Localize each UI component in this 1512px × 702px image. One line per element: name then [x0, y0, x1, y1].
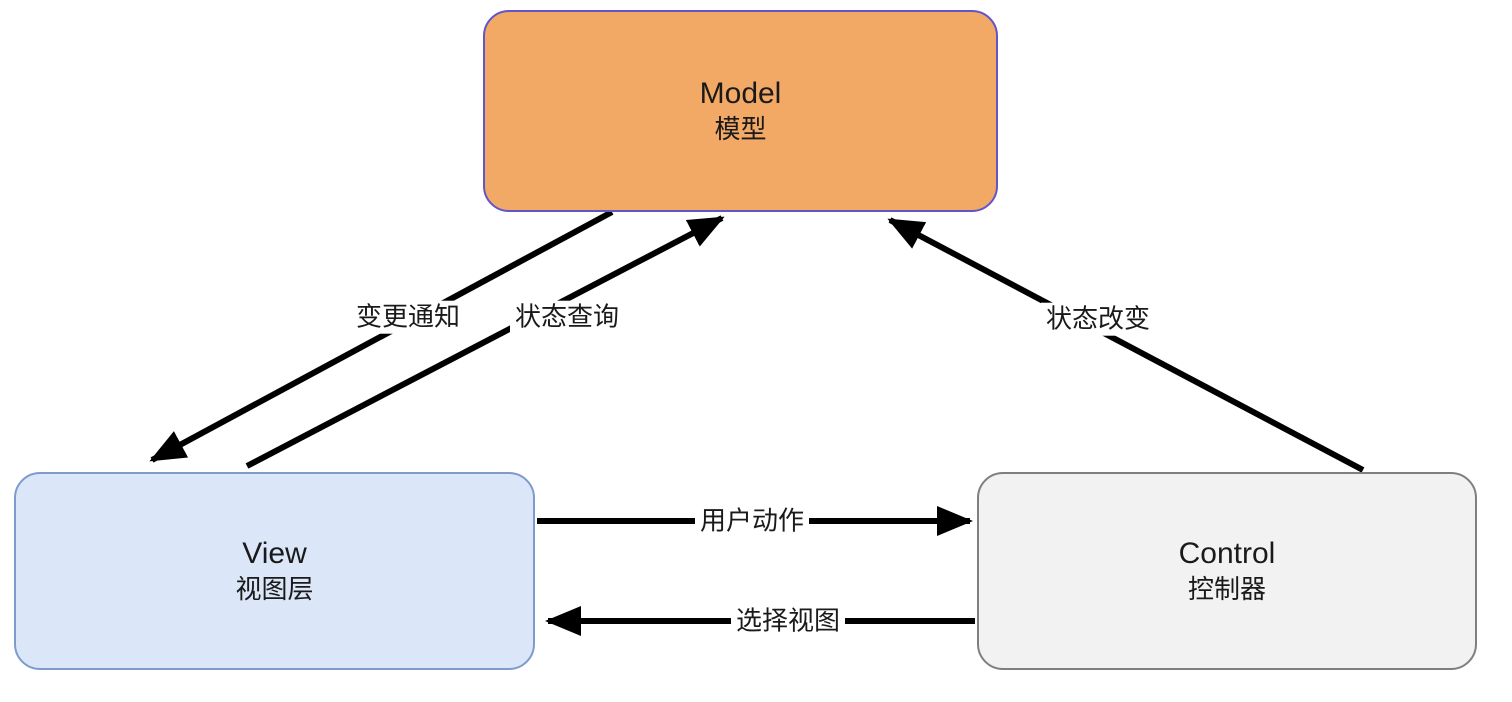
edge-label-state-change: 状态改变 — [1040, 302, 1156, 336]
view-title: View — [242, 537, 307, 571]
edge-state-query-arrow — [245, 215, 725, 469]
edge-state-change-arrow — [887, 217, 1365, 473]
control-subtitle: 控制器 — [1187, 573, 1266, 604]
view-subtitle: 视图层 — [235, 573, 314, 604]
control-title: Control — [1178, 537, 1276, 571]
edge-change-notification-arrow — [149, 209, 614, 463]
edge-label-state-query: 状态查询 — [509, 300, 625, 334]
node-view[interactable]: View 视图层 — [14, 472, 535, 670]
node-control[interactable]: Control 控制器 — [977, 472, 1477, 670]
edge-label-change-notification: 变更通知 — [350, 300, 466, 334]
model-subtitle: 模型 — [714, 113, 767, 144]
node-model[interactable]: Model 模型 — [483, 10, 998, 212]
model-title: Model — [699, 77, 782, 111]
edge-label-select-view: 选择视图 — [730, 604, 846, 638]
edge-label-user-action: 用户动作 — [694, 504, 810, 538]
